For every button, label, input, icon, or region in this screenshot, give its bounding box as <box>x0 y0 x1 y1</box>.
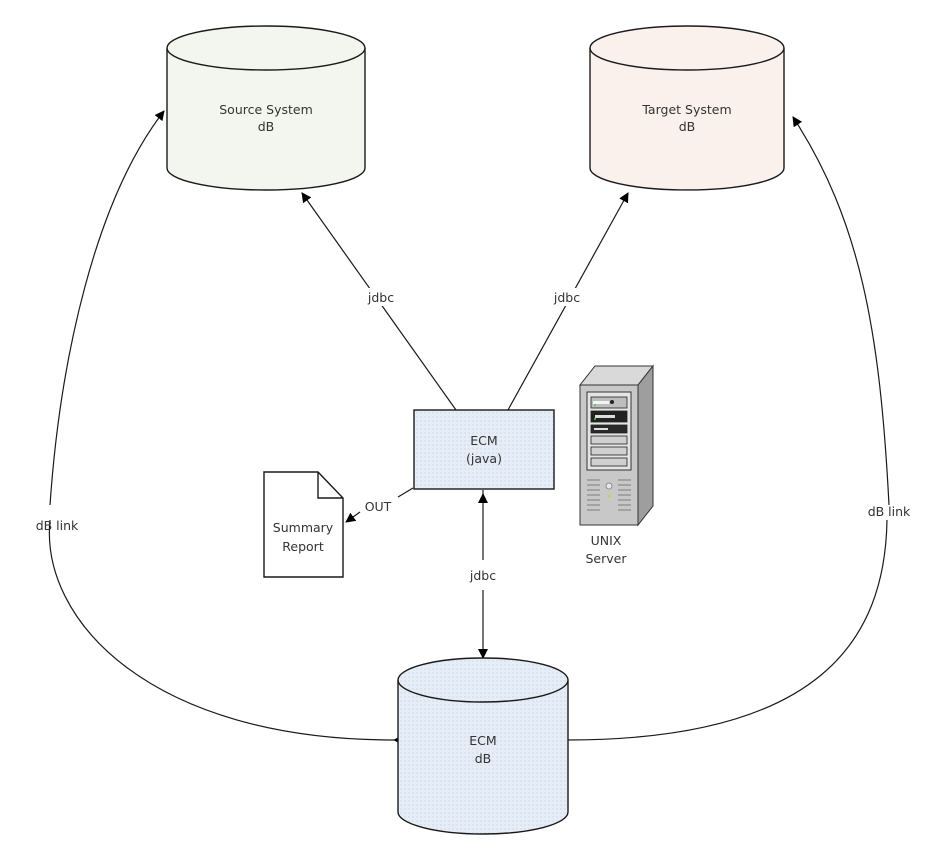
edge-label-jdbc-source: jdbc <box>367 290 394 305</box>
target-db-sublabel: dB <box>679 119 696 134</box>
ecm-java-process[interactable]: ECM (java) <box>413 409 555 490</box>
unix-server-label: UNIX <box>591 533 622 548</box>
edge-ecmdb-to-target-dblink <box>557 116 890 746</box>
edge-label-out: OUT <box>365 499 392 514</box>
ecm-app-sublabel: (java) <box>466 451 502 466</box>
edge-label-jdbc-ecmdb: jdbc <box>469 568 496 583</box>
edge-ecmdb-to-source-dblink <box>48 110 404 746</box>
edge-label-jdbc-target: jdbc <box>553 290 580 305</box>
edge-ecm-to-report <box>345 487 414 523</box>
source-db-sublabel: dB <box>258 119 275 134</box>
unix-server-icon <box>578 364 655 527</box>
ecm-db[interactable]: ECM dB <box>397 657 569 835</box>
edge-label-dblink-target: dB link <box>868 504 911 519</box>
ecm-db-sublabel: dB <box>475 751 492 766</box>
source-system-db[interactable]: Source System dB <box>166 25 366 191</box>
summary-report-label: Summary <box>273 520 334 535</box>
edge-label-dblink-source: dB link <box>36 518 79 533</box>
unix-server-sublabel: Server <box>586 551 628 566</box>
ecm-db-label: ECM <box>469 733 496 748</box>
source-db-label: Source System <box>219 102 313 117</box>
target-db-label: Target System <box>641 102 731 117</box>
ecm-app-label: ECM <box>470 433 497 448</box>
summary-report-sublabel: Report <box>282 539 324 554</box>
summary-report-document[interactable]: Summary Report <box>263 471 344 578</box>
target-system-db[interactable]: Target System dB <box>589 25 785 191</box>
